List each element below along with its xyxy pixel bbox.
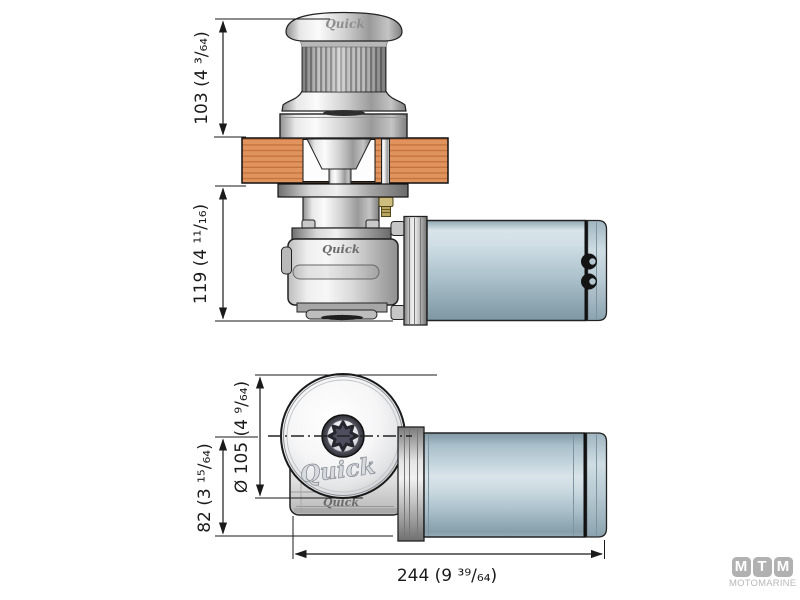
dimension-labels: 103 (4 ³/₆₄) 119 (4 ¹¹/₁₆) Ø 105 (4 ⁹/₆₄… xyxy=(191,31,497,586)
quick-logo-gearbox: Quick xyxy=(322,242,360,256)
motor-body-plan xyxy=(423,432,586,538)
motomarine-tile-m1: M xyxy=(731,557,751,577)
dim-label-above-deck: 103 (4 ³/₆₄) xyxy=(192,31,212,125)
gearbox-top-plate xyxy=(291,227,392,240)
motor-collar xyxy=(403,215,428,326)
plan-view: Quick Quick xyxy=(268,373,608,542)
motor-end-seam-plan xyxy=(583,433,587,537)
gearbox-groove xyxy=(292,264,380,280)
dim-label-overall-length: 244 (9 ³⁹/₆₄) xyxy=(397,566,497,586)
gearbox-plan-shadow xyxy=(294,508,398,513)
drum-lower-bell xyxy=(281,90,407,112)
dimension-annotations xyxy=(214,18,605,559)
quick-logo-plan-gearbox: Quick xyxy=(323,496,359,509)
deck-shaft xyxy=(306,138,390,185)
flange-bolt-bottom xyxy=(390,305,406,320)
motomarine-name: MOTOMARINE xyxy=(729,578,797,589)
motor-collar-plan xyxy=(397,426,425,542)
electric-motor-side xyxy=(390,215,608,326)
grease-nipple xyxy=(378,197,394,217)
motomarine-tile-t: T xyxy=(752,557,772,577)
flange-bolt-top xyxy=(390,221,406,236)
deck-flange xyxy=(277,183,409,198)
motomarine-tiles: M T M xyxy=(729,557,795,577)
motor-terminals xyxy=(581,253,597,290)
drum-barrel-shading xyxy=(302,46,386,92)
quick-logo-drum-top: Quick xyxy=(325,17,364,31)
dim-label-diameter: Ø 105 (4 ⁹/₆₄) xyxy=(232,381,252,493)
drum-top-cap xyxy=(285,11,403,42)
drum-seal-ring xyxy=(323,110,365,116)
gearbox-left-cap xyxy=(281,246,292,275)
dim-label-axis-to-base: 82 (3 ¹⁵/₆₄) xyxy=(195,443,215,533)
shaft-cylinder xyxy=(328,168,352,185)
dim-label-below-deck: 119 (4 ¹¹/₁₆) xyxy=(191,204,211,304)
motor-end-seam xyxy=(584,220,588,321)
motor-plan xyxy=(397,426,608,542)
mounting-stud xyxy=(381,138,390,185)
motomarine-tile-m2: M xyxy=(773,557,793,577)
capstan-drum: Quick xyxy=(279,11,408,139)
motomarine-logo: M T M MOTOMARINE xyxy=(729,557,797,589)
gearbox-side: Quick xyxy=(277,183,409,321)
gearbox-bottom-seal xyxy=(321,314,363,321)
side-view: Quick Quick xyxy=(241,11,608,326)
shaft-cone xyxy=(306,138,372,170)
motor-body xyxy=(426,219,587,322)
